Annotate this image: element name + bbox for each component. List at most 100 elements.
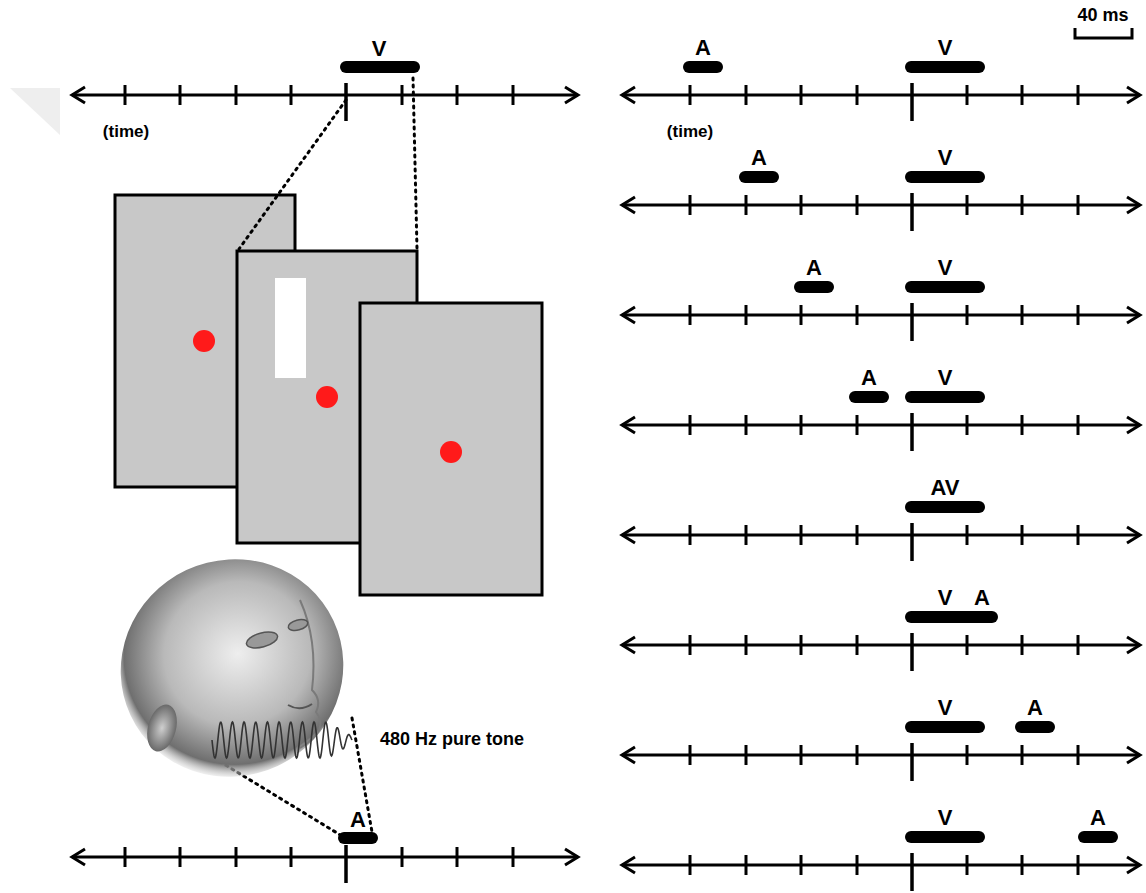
fixation-dot [440,441,462,463]
stimulus-label: A [1027,697,1043,719]
axis-tick [1021,525,1024,545]
fixation-dot [316,386,338,408]
axis-arrow [72,87,85,103]
axis-arrow [622,417,635,433]
stimulus-label: AV [931,477,960,499]
axis-tick [1021,635,1024,655]
axis-tick [856,85,859,105]
axis-tick [290,847,293,867]
axis-tick [910,83,914,121]
axis-arrow [1127,197,1140,213]
axis-tick [1021,195,1024,215]
stimulus-label: A [751,147,767,169]
stimulus-bar [1078,831,1118,843]
axis-tick [1021,855,1024,875]
stimulus-bar [683,61,723,73]
axis-line [72,94,578,97]
scale-bar [1075,28,1132,38]
stimulus-label: V [372,38,387,60]
stimulus-bar [739,171,779,183]
axis-tick [1077,415,1080,435]
axis-tick [745,85,748,105]
axis-tick [800,85,803,105]
axis-tick [689,745,692,765]
axis-arrow [1127,417,1140,433]
axis-tick [800,745,803,765]
axis-tick [910,853,914,891]
axis-tick [1077,525,1080,545]
axis-tick [745,305,748,325]
axis-tick [1021,305,1024,325]
corner-mark [10,88,60,135]
axis-tick [856,635,859,655]
axis-tick [179,847,182,867]
axis-tick [456,85,459,105]
axis-arrow [565,87,578,103]
axis-tick [1021,745,1024,765]
axis-tick [1021,85,1024,105]
axis-tick [966,525,969,545]
white-bar [275,278,306,378]
axis-line [622,644,1140,647]
axis-arrow [622,857,635,873]
axis-tick [344,845,348,883]
axis-tick [856,195,859,215]
stimulus-bar [794,281,834,293]
axis-tick [689,525,692,545]
axis-tick [910,303,914,341]
axis-tick [512,847,515,867]
axis-tick [689,85,692,105]
axis-tick [800,195,803,215]
axis-arrow [1127,307,1140,323]
axis-tick [910,413,914,451]
face-illustration [85,523,379,813]
axis-arrow [1127,87,1140,103]
stimulus-label: A [350,809,366,831]
axis-tick [401,847,404,867]
stimulus-label: A [861,367,877,389]
axis-arrow [622,307,635,323]
axis-tick [856,745,859,765]
stimulus-label: V [938,587,953,609]
axis-tick [1077,85,1080,105]
stimulus-bar [338,832,378,844]
stimulus-label: V [938,257,953,279]
axis-tick [1077,305,1080,325]
axis-tick [456,847,459,867]
axis-tick [1077,195,1080,215]
axis-tick [966,85,969,105]
axis-tick [745,745,748,765]
stimulus-label: A [695,37,711,59]
axis-arrow [622,527,635,543]
time-label: (time) [667,123,713,140]
axis-line [622,94,1140,97]
axis-arrow [622,197,635,213]
time-axes [72,61,1140,891]
axis-tick [910,523,914,561]
axis-tick [800,855,803,875]
stimulus-bar [340,61,420,73]
axis-tick [290,85,293,105]
axis-tick [966,305,969,325]
stimulus-label: V [938,37,953,59]
stimulus-bar [849,391,889,403]
stimulus-bar [905,281,985,293]
axis-tick [966,415,969,435]
axis-tick [800,415,803,435]
stimulus-label: V [938,147,953,169]
axis-tick [856,415,859,435]
axis-tick [800,305,803,325]
stimulus-bar [905,61,985,73]
axis-tick [689,195,692,215]
axis-line [622,204,1140,207]
axis-tick [966,855,969,875]
axis-tick [966,195,969,215]
axis-tick [745,415,748,435]
axis-tick [966,745,969,765]
axis-tick [800,525,803,545]
stimulus-bar [1015,721,1055,733]
stimulus-bar [958,611,998,623]
axis-tick [745,855,748,875]
axis-tick [745,195,748,215]
axis-tick [1077,635,1080,655]
